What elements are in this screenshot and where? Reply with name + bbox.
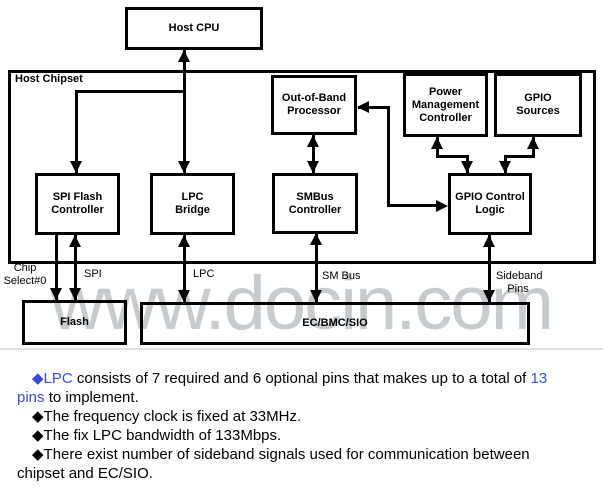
block-smbus-controller: SMBus Controller (272, 173, 358, 234)
block-label: GPIO (524, 92, 552, 104)
notes-text: ◆LPC consists of 7 required and 6 option… (17, 369, 589, 483)
note-line: ◆There exist number of sideband signals … (32, 446, 530, 463)
block-label: Flash (60, 316, 89, 328)
block-label: LPC (181, 191, 204, 203)
chip-select-connector (55, 235, 58, 300)
cpu-branch-connector (75, 90, 185, 93)
arrowhead-down-icon (499, 161, 511, 173)
block-lpc-bridge: LPC Bridge (150, 173, 235, 235)
block-label: Controller (51, 204, 104, 216)
lpc-bus-label: LPC (193, 268, 215, 280)
host-chipset-frame (8, 70, 596, 264)
smbus-connector (315, 233, 318, 302)
pmc-gpio-connector (436, 155, 469, 158)
arrowhead-up-icon (431, 137, 443, 149)
block-power-management-controller: Power Management Controller (403, 73, 488, 137)
arrowhead-down-icon (483, 290, 495, 302)
block-label: Processor (287, 105, 341, 117)
arrowhead-down-icon (69, 288, 81, 300)
block-label: Out-of-Band (281, 92, 347, 104)
block-gpio-control-logic: GPIO Control Logic (448, 173, 532, 235)
arrowhead-up-icon (178, 50, 190, 62)
block-flash: Flash (22, 300, 127, 345)
block-spi-flash-controller: SPI Flash Controller (35, 173, 120, 235)
arrowhead-down-icon (461, 161, 473, 173)
arrowhead-down-icon (178, 161, 190, 173)
lpc-bus-connector (183, 235, 186, 302)
note-line: ◆The fix LPC bandwidth of 133Mbps. (32, 427, 282, 444)
oob-gpio-connector (387, 204, 437, 207)
block-label: Controller (288, 203, 342, 216)
gpiosrc-gpio-connector (504, 155, 535, 158)
block-out-of-band-processor: Out-of-Band Processor (271, 75, 357, 135)
block-label: SMBus (296, 190, 334, 203)
page-divider (0, 348, 603, 350)
arrowhead-down-icon (307, 161, 319, 173)
arrowhead-left-icon (357, 101, 369, 113)
oob-gpio-connector (387, 106, 390, 207)
oob-smbus-connector (312, 135, 315, 173)
arrowhead-down-icon (70, 161, 82, 173)
note-line: pins to implement. (17, 389, 139, 406)
branch-to-spi-connector (75, 90, 78, 173)
sideband-pins-label: Sideband Pins (496, 270, 543, 295)
note-line: ◆LPC consists of 7 required and 6 option… (32, 370, 548, 387)
arrowhead-down-icon (178, 290, 190, 302)
host-chipset-label: Host Chipset (15, 73, 83, 85)
block-label: GPIO Control (455, 191, 525, 203)
block-label: Power (428, 85, 462, 98)
block-label: SPI Flash (52, 191, 103, 203)
block-label: Management (411, 98, 480, 111)
block-ec-bmc-sio: EC/BMC/SIO (140, 302, 530, 345)
arrowhead-up-icon (307, 135, 319, 147)
sideband-connector (488, 235, 491, 302)
block-host-cpu: Host CPU (125, 7, 263, 50)
block-label: Controller (419, 111, 472, 124)
note-line: chipset and EC/SIO. (17, 465, 153, 482)
block-label: Bridge (175, 204, 210, 216)
block-label: Host CPU (168, 22, 220, 34)
spi-bus-connector (74, 235, 77, 300)
arrowhead-right-icon (436, 200, 448, 212)
arrowhead-up-icon (527, 137, 539, 149)
arrowhead-down-icon (310, 290, 322, 302)
arrowhead-up-icon (69, 235, 81, 247)
note-line: ◆The frequency clock is fixed at 33MHz. (32, 408, 302, 425)
block-label: Logic (475, 204, 505, 216)
block-label: EC/BMC/SIO (302, 317, 368, 329)
block-gpio-sources: GPIO Sources (494, 73, 582, 137)
arrowhead-up-icon (483, 235, 495, 247)
arrowhead-up-icon (178, 235, 190, 247)
cpu-chipset-connector (183, 50, 186, 173)
arrowhead-up-icon (310, 233, 322, 245)
block-label: Sources (516, 105, 560, 117)
oob-gpio-connector (358, 106, 390, 109)
arrowhead-down-icon (50, 288, 62, 300)
chip-select-label: Chip Select#0 (3, 262, 47, 287)
spi-bus-label: SPI (84, 268, 102, 280)
sm-bus-label: SM Bus (322, 270, 361, 282)
